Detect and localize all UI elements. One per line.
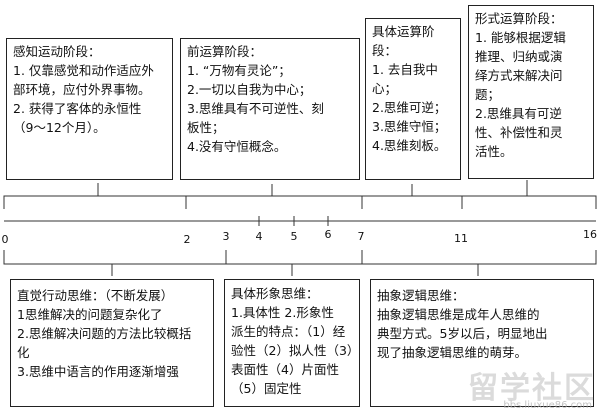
stage-box-sensorimotor: 感知运动阶段： 1. 仅靠感觉和动作适应外 部环境，应付外界事物。 2. 获得了… <box>6 38 173 180</box>
stage-line: 推理、归纳或演 <box>475 49 563 64</box>
thinking-line: 1.具体性 2.形象性 <box>231 305 334 320</box>
stage-line: 4.没有守恒概念。 <box>187 139 287 154</box>
stage-box-concrete: 具体运算阶 段： 1. 去自我中 心； 2.思维可逆； 3.思维守恒； 4.思维… <box>365 18 461 180</box>
thinking-line: 派生的特点：（1）经 <box>231 324 346 339</box>
stage-line: 2. 获得了客体的永恒性 <box>13 101 142 116</box>
brace-upper-formal <box>461 180 597 209</box>
thinking-line: 3.思维中语言的作用逐渐增强 <box>17 364 179 379</box>
stage-line: 1. 仅靠感觉和动作适应外 <box>13 63 154 78</box>
tick-label-4: 4 <box>255 230 263 243</box>
watermark-logo: 留学社区 <box>468 371 596 406</box>
stage-title-sensorimotor: 感知运动阶段： <box>13 44 101 59</box>
thinking-line: 化 <box>17 345 30 360</box>
tick-label-3: 3 <box>222 230 230 243</box>
brace-lower-abstract <box>361 250 597 276</box>
thinking-title-intuitive-action: 直觉行动思维：（不断发展） <box>17 288 174 303</box>
stage-line: 3.思维具有不可逆性、刻 <box>187 101 324 116</box>
stage-box-formal: 形式运算阶段： 1. 能够根据逻辑 推理、归纳或演 绎方式来解决问 题； 2.思… <box>468 5 594 179</box>
stage-title-preoperational: 前运算阶段： <box>187 44 263 59</box>
stage-line: 1. 去自我中 <box>372 62 438 77</box>
brace-lower-concrete-image <box>225 250 363 276</box>
stage-line: 4.思维刻板。 <box>372 138 447 153</box>
thinking-title-concrete-image: 具体形象思维： <box>231 286 319 301</box>
thinking-line: 2.思维解决问题的方法比较概括 <box>17 326 192 341</box>
thinking-box-intuitive-action: 直觉行动思维：（不断发展） 1思维解决的问题复杂化了 2.思维解决问题的方法比较… <box>10 279 214 407</box>
thinking-box-abstract-logic: 抽象逻辑思维： 抽象逻辑思维是成年人思维的 典型方式。5岁以后，明显地出 现了抽… <box>370 279 594 407</box>
stage-line: 绎方式来解决问 <box>475 68 563 83</box>
brace-upper-concrete <box>361 184 463 209</box>
brace-upper-preoperational <box>185 184 363 209</box>
stage-line: 心； <box>372 81 398 96</box>
thinking-line: 验性（2）拟人性（3） <box>231 343 360 358</box>
thinking-line: 典型方式。5岁以后，明显地出 <box>377 326 548 341</box>
thinking-line: （5）固定性 <box>231 381 302 396</box>
stage-line: 板性； <box>187 120 225 135</box>
tick-label-0: 0 <box>1 233 9 246</box>
stage-title-concrete: 具体运算阶 <box>372 24 435 39</box>
stage-line: 部环境，应付外界事物。 <box>13 82 151 97</box>
stage-line: 2.一切以自我为中心； <box>187 82 312 97</box>
stage-line: 1. “万物有灵论”； <box>187 63 291 78</box>
stage-line: 段： <box>372 43 398 58</box>
stage-box-preoperational: 前运算阶段： 1. “万物有灵论”； 2.一切以自我为中心； 3.思维具有不可逆… <box>180 38 360 180</box>
stage-line: 1. 能够根据逻辑 <box>475 30 566 45</box>
watermark-url: bbs.liuxue86.com <box>503 400 592 411</box>
tick-label-7: 7 <box>357 230 365 243</box>
tick-label-6: 6 <box>324 228 332 241</box>
tick-label-16: 16 <box>583 228 597 241</box>
brace-lower-intuitive <box>3 250 227 276</box>
stage-line: 活性。 <box>475 144 513 159</box>
stage-line: （9～12个月）。 <box>13 120 106 135</box>
stage-line: 2.思维具有可逆 <box>475 106 562 121</box>
stage-line: 2.思维可逆； <box>372 100 447 115</box>
thinking-line: 抽象逻辑思维是成年人思维的 <box>377 307 540 322</box>
tick-label-5: 5 <box>290 230 298 243</box>
tick-label-2: 2 <box>183 233 191 246</box>
thinking-title-abstract-logic: 抽象逻辑思维： <box>377 288 465 303</box>
tick-label-11: 11 <box>454 232 468 245</box>
stage-line: 3.思维守恒； <box>372 119 447 134</box>
brace-upper-sensorimotor <box>3 183 187 209</box>
thinking-line: 1思维解决的问题复杂化了 <box>17 307 163 322</box>
stage-line: 性、补偿性和灵 <box>475 125 563 140</box>
stage-line: 题； <box>475 87 501 102</box>
thinking-line: 表面性（4）片面性 <box>231 362 339 377</box>
thinking-box-concrete-image: 具体形象思维： 1.具体性 2.形象性 派生的特点：（1）经 验性（2）拟人性（… <box>224 279 360 407</box>
thinking-line: 现了抽象逻辑思维的萌芽。 <box>377 345 528 360</box>
stage-title-formal: 形式运算阶段： <box>475 11 563 26</box>
